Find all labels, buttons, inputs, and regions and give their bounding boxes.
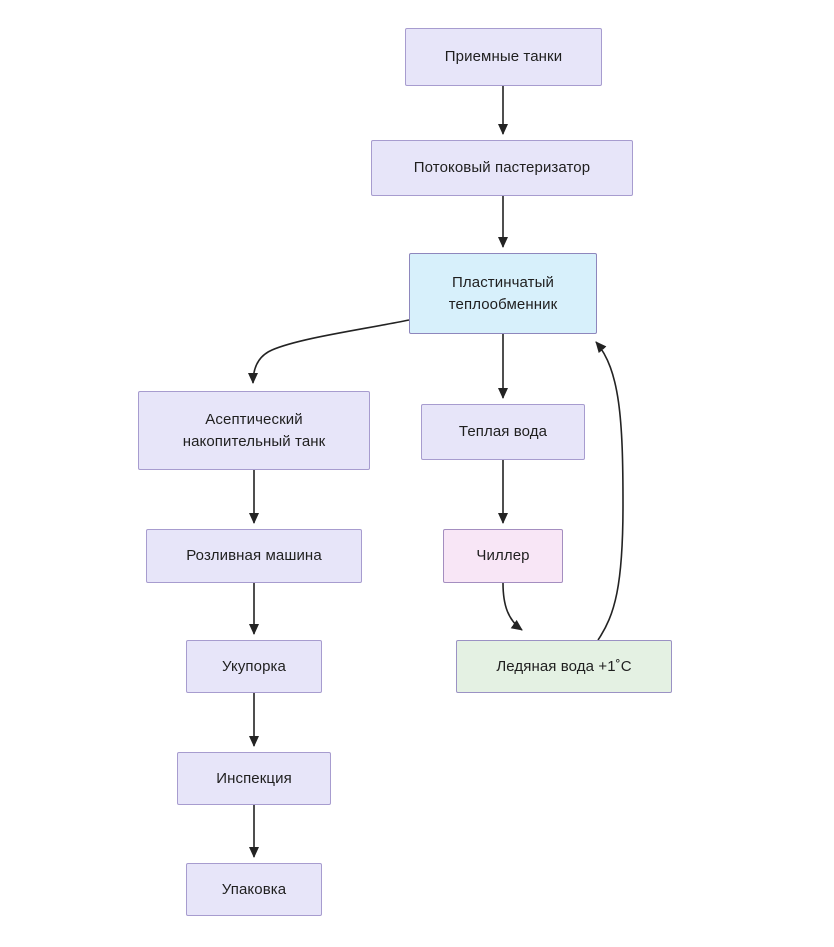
node-warm-water[interactable]: Теплая вода — [421, 404, 585, 460]
node-packaging[interactable]: Упаковка — [186, 863, 322, 916]
edge-ice-water-to-exchanger — [595, 341, 624, 641]
edge-chiller-to-ice-water — [502, 582, 523, 631]
node-label: Чиллер — [476, 547, 530, 565]
node-label: Приемные танки — [444, 48, 563, 66]
node-filling-machine[interactable]: Розливная машина — [146, 529, 362, 583]
node-capping[interactable]: Укупорка — [186, 640, 322, 693]
node-label: Укупорка — [222, 657, 286, 675]
node-label: Ледяная вода +1˚С — [496, 657, 632, 675]
node-aseptic-storage-tank[interactable]: Асептический накопительный танк — [138, 391, 370, 470]
node-label-line1: Асептический — [205, 410, 303, 428]
node-chiller[interactable]: Чиллер — [443, 529, 563, 583]
node-flow-pasteurizer[interactable]: Потоковый пастеризатор — [371, 140, 633, 196]
edge-exchanger-to-aseptic-tank — [247, 319, 410, 384]
node-label: Упаковка — [221, 880, 287, 898]
node-label-line1: Пластинчатый — [452, 273, 554, 291]
node-label: Потоковый пастеризатор — [413, 159, 591, 177]
node-label: Розливная машина — [186, 547, 322, 565]
node-label-line2: теплообменник — [448, 295, 558, 313]
node-plate-heat-exchanger[interactable]: Пластинчатый теплообменник — [409, 253, 597, 334]
node-label: Теплая вода — [458, 423, 548, 441]
node-inspection[interactable]: Инспекция — [177, 752, 331, 805]
node-ice-water[interactable]: Ледяная вода +1˚С — [456, 640, 672, 693]
node-receiving-tanks[interactable]: Приемные танки — [405, 28, 602, 86]
node-label-line2: накопительный танк — [182, 432, 326, 450]
node-label: Инспекция — [216, 769, 292, 787]
